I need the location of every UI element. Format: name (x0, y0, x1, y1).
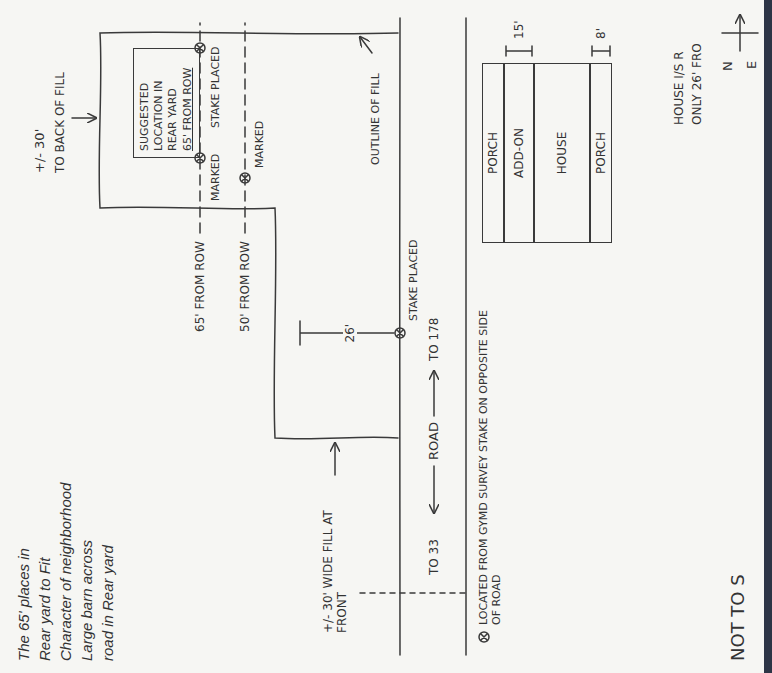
scale-note: NOT TO S (727, 574, 749, 661)
house-box: HOUSE (534, 63, 590, 243)
stake-symbol (395, 328, 405, 338)
leader-arrow (72, 117, 96, 119)
fill-note: +/- 30' WIDE FILL AT FRONT (321, 483, 350, 633)
dimension-line (592, 46, 610, 56)
compass-symbol (722, 15, 758, 51)
dimension-label: +/- 30' (32, 129, 48, 173)
leader-arrow (334, 443, 336, 475)
survey-line (360, 592, 470, 594)
box-text: 65' FROM ROW (181, 55, 195, 151)
porch-box: PORCH (482, 63, 504, 243)
box-text: HOUSE (555, 132, 569, 174)
note-text: ONLY 26' FRO (690, 43, 704, 125)
direction-arrow (433, 466, 435, 513)
compass-letter: N (720, 61, 736, 71)
fill-outline (99, 32, 398, 439)
compass-letter: E (744, 61, 760, 69)
callout-label: STAKE PLACED (209, 47, 222, 128)
photo-background (764, 0, 772, 673)
road-edge (465, 18, 466, 655)
setback-label: 65' FROM ROW (193, 241, 207, 332)
site-box: SUGGESTED LOCATION IN REAR YARD65' FROM … (133, 48, 200, 158)
box-text: PORCH (594, 132, 608, 174)
setback-label: 50' FROM ROW (238, 241, 252, 332)
porch-box: PORCH (590, 63, 612, 243)
stake-symbol (195, 153, 205, 163)
box-text: PORCH (486, 132, 500, 174)
stake-symbol (479, 632, 489, 642)
dimension-label: 15' (512, 20, 526, 39)
callout-label: MARKED (253, 121, 266, 168)
direction-label: TO 178 (427, 318, 441, 362)
handwritten-note: Rear yard to Fit (36, 558, 54, 661)
box-text: ADD-ON (512, 128, 526, 178)
handwritten-note: The 65' places in (15, 548, 33, 661)
setback-line (244, 23, 246, 233)
handwritten-note: road in Rear yard (99, 545, 117, 661)
dimension-label: 8' (594, 28, 608, 39)
direction-arrow (433, 371, 435, 416)
dimension-line (300, 321, 394, 345)
direction-label: TO 33 (427, 539, 441, 575)
note-text: HOUSE I/S R (672, 51, 686, 125)
leader-arrow (360, 37, 372, 53)
box-text: SUGGESTED LOCATION IN REAR YARD (138, 55, 179, 151)
addon-box: ADD-ON (504, 63, 534, 243)
callout-label: MARKED (209, 154, 222, 201)
dimension-line (506, 46, 532, 56)
dimension-label: 26' (343, 322, 357, 345)
stake-symbol (240, 173, 250, 183)
road-label: ROAD (426, 422, 442, 460)
dimension-label: TO BACK OF FILL (53, 72, 67, 173)
handwritten-note: Character of neighborhood (57, 483, 75, 661)
handwritten-note: Large barn across (78, 540, 96, 661)
survey-note: LOCATED FROM GYMD SURVEY STAKE ON OPPOSI… (477, 295, 503, 625)
road-edge (399, 18, 400, 655)
callout-label: OUTLINE OF FILL (369, 73, 382, 165)
callout-label: STAKE PLACED (407, 240, 420, 321)
